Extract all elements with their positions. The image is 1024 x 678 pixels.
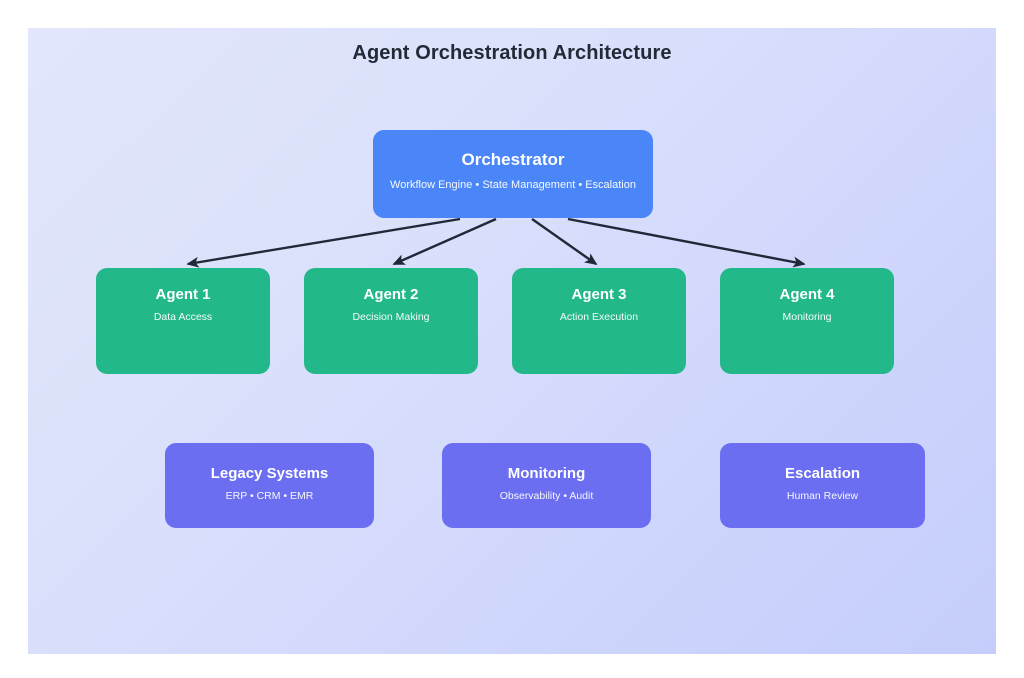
node-title: Legacy Systems — [210, 465, 329, 482]
node-title: Agent 4 — [779, 286, 835, 303]
node-legacy-systems[interactable]: Legacy Systems ERP • CRM • EMR — [165, 443, 374, 528]
node-subtitle: Data Access — [153, 311, 213, 323]
connector-orchestrator-to-agent-4 — [567, 217, 806, 268]
node-agent-4[interactable]: Agent 4 Monitoring — [720, 268, 894, 374]
node-title: Escalation — [784, 465, 861, 482]
node-subtitle: Human Review — [786, 490, 859, 502]
node-subtitle: Monitoring — [782, 311, 832, 323]
node-subtitle: Action Execution — [559, 311, 639, 323]
node-subtitle: ERP • CRM • EMR — [225, 490, 314, 502]
node-escalation[interactable]: Escalation Human Review — [720, 443, 925, 528]
node-subtitle: Decision Making — [352, 311, 430, 323]
node-title: Agent 1 — [155, 286, 211, 303]
node-agent-3[interactable]: Agent 3 Action Execution — [512, 268, 686, 374]
diagram-canvas: Agent Orchestration Architecture Orchest… — [28, 28, 996, 654]
connector-orchestrator-to-agent-1 — [186, 217, 461, 268]
page-title: Agent Orchestration Architecture — [352, 42, 672, 64]
node-subtitle: Workflow Engine • State Management • Esc… — [390, 179, 636, 191]
node-monitoring[interactable]: Monitoring Observability • Audit — [442, 443, 651, 528]
node-agent-2[interactable]: Agent 2 Decision Making — [304, 268, 478, 374]
node-subtitle: Observability • Audit — [499, 490, 594, 502]
node-orchestrator[interactable]: Orchestrator Workflow Engine • State Man… — [373, 130, 653, 218]
node-agent-1[interactable]: Agent 1 Data Access — [96, 268, 270, 374]
node-title: Monitoring — [507, 465, 586, 482]
node-title: Orchestrator — [461, 150, 565, 169]
connector-orchestrator-to-agent-3 — [531, 218, 598, 266]
connector-orchestrator-to-agent-2 — [392, 217, 497, 266]
node-title: Agent 2 — [363, 286, 419, 303]
node-title: Agent 3 — [571, 286, 627, 303]
